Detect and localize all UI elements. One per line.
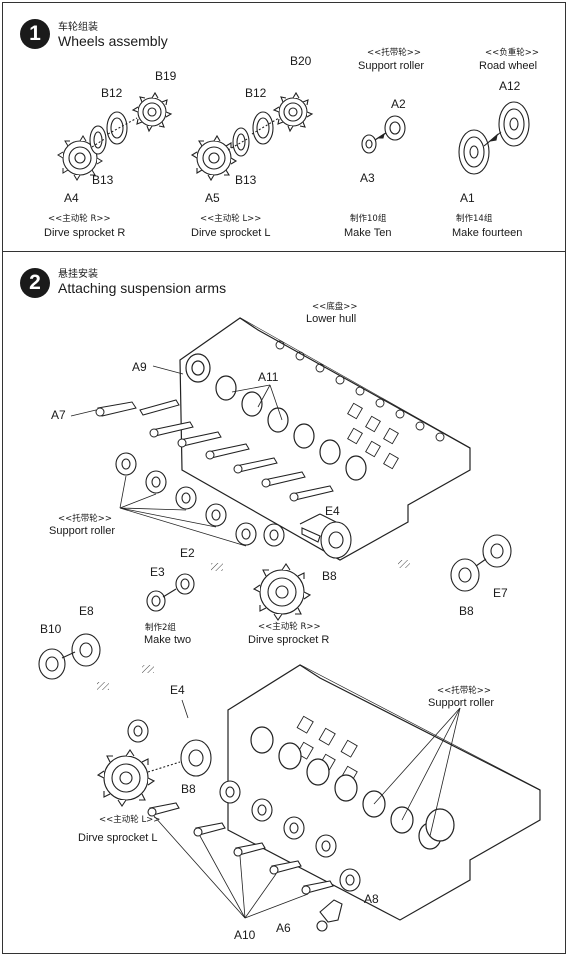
label-b13-r: B13 — [92, 173, 114, 187]
hatch-mark — [211, 563, 223, 571]
label-e7: E7 — [493, 586, 508, 600]
label-a4: A4 — [64, 191, 79, 205]
label-a11: A11 — [258, 370, 279, 384]
leader-lines-lower — [153, 699, 461, 919]
support-roller-left-cn: <<托带轮>> — [58, 514, 112, 524]
label-b19: B19 — [155, 69, 177, 83]
label-a5: A5 — [205, 191, 220, 205]
label-a3: A3 — [360, 171, 375, 185]
step-2-title-cn: 悬挂安装 — [58, 269, 98, 280]
sprocket-l-step2-en: Dirve sprocket L — [78, 832, 158, 844]
idler-e8-left — [38, 633, 101, 680]
step-2-title-en: Attaching suspension arms — [58, 280, 227, 296]
sprocket-l-caption-cn: <<主动轮 L>> — [200, 214, 262, 224]
hatch-mark — [97, 682, 109, 690]
label-a2: A2 — [391, 97, 406, 111]
support-roller-title-en: Support roller — [358, 60, 425, 72]
label-a10: A10 — [234, 928, 256, 942]
road-wheel-title-cn: <<负重轮>> — [485, 48, 539, 58]
label-b8-lower: B8 — [181, 782, 196, 796]
step-1-title-en: Wheels assembly — [58, 33, 168, 49]
label-b12-r: B12 — [101, 86, 123, 100]
step-1-badge: 1 — [20, 19, 50, 49]
leader-lines-upper — [70, 365, 283, 547]
sprocket-r-step2-cn: <<主动轮 R>> — [258, 622, 321, 632]
sprocket-l-caption-en: Dirve sprocket L — [191, 227, 271, 239]
label-a8: A8 — [364, 892, 379, 906]
support-roller-left-en: Support roller — [49, 525, 116, 537]
support-roller-right-cn: <<托带轮>> — [437, 686, 491, 696]
hatch-mark — [142, 665, 154, 673]
road-wheel-title-en: Road wheel — [479, 60, 538, 72]
step-divider — [2, 251, 566, 252]
small-roller-caption-cn: 制作2组 — [145, 623, 176, 633]
label-e2: E2 — [180, 546, 195, 560]
label-a12: A12 — [499, 79, 521, 93]
label-a9: A9 — [132, 360, 147, 374]
road-wheel-exploded — [458, 101, 530, 175]
lower-hull-upper — [179, 317, 471, 561]
support-roller-exploded — [361, 115, 406, 154]
sprocket-r-exploded — [57, 91, 173, 181]
label-b8-upper: B8 — [322, 569, 337, 583]
label-e4-lower: E4 — [170, 683, 185, 697]
support-roller-caption-en: Make Ten — [344, 227, 392, 239]
road-wheel-caption-cn: 制作14组 — [456, 214, 493, 224]
sprocket-r-caption-en: Dirve sprocket R — [44, 227, 126, 239]
support-roller-title-cn: <<托带轮>> — [367, 48, 421, 58]
label-b12-l: B12 — [245, 86, 267, 100]
sprocket-r-caption-cn: <<主动轮 R>> — [48, 214, 111, 224]
support-rollers-upper — [115, 452, 285, 547]
suspension-arms-upper — [95, 399, 334, 502]
lower-hull-cn: <<底盘>> — [312, 302, 358, 312]
support-roller-caption-cn: 制作10组 — [350, 214, 387, 224]
road-wheel-caption-en: Make fourteen — [452, 227, 523, 239]
label-b13-l: B13 — [235, 173, 257, 187]
sprocket-l-exploded — [190, 91, 314, 182]
step-2-badge: 2 — [20, 268, 50, 298]
label-b8-right: B8 — [459, 604, 474, 618]
support-roller-right-en: Support roller — [428, 697, 495, 709]
suspension-arms-lower — [127, 719, 361, 932]
sprocket-r-step2 — [252, 563, 312, 621]
label-e3: E3 — [150, 565, 165, 579]
label-e8: E8 — [79, 604, 94, 618]
label-a7: A7 — [51, 408, 66, 422]
step-1-title-cn: 车轮组装 — [58, 22, 98, 33]
label-a1: A1 — [460, 191, 475, 205]
label-b20: B20 — [290, 54, 312, 68]
label-a6: A6 — [276, 921, 291, 935]
small-roller-exploded — [146, 573, 195, 612]
small-roller-caption-en: Make two — [144, 634, 192, 646]
sprocket-r-step2-en: Dirve sprocket R — [248, 634, 330, 646]
idler-e7-right — [450, 534, 512, 592]
sprocket-l-step2-cn: <<主动轮 L>> — [99, 815, 161, 825]
label-b10: B10 — [40, 622, 62, 636]
idler-b8-upper — [299, 513, 352, 559]
hatch-mark — [398, 560, 410, 568]
sprocket-l-step2 — [96, 739, 212, 807]
lower-hull-en: Lower hull — [306, 313, 357, 325]
label-e4-upper: E4 — [325, 504, 340, 518]
